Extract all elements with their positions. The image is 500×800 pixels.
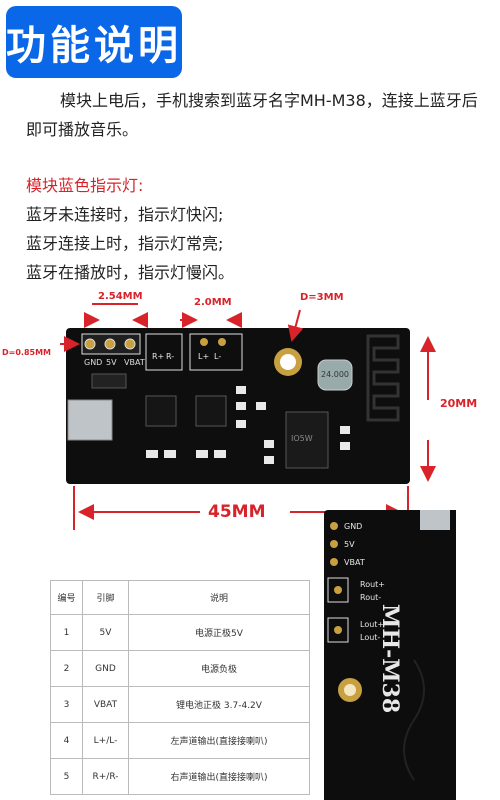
- table-cell: 电源负极: [128, 650, 310, 687]
- back-pin-5v: 5V: [344, 540, 355, 549]
- board-back-svg: [327, 510, 450, 781]
- pin-spec-table: 编号 引脚 说明 1 5V 电源正极5V 2 GND 电源负极 3 VBAT 锂…: [50, 580, 310, 795]
- back-pad-vbat: [330, 558, 338, 566]
- table-cell: 左声道输出(直接接喇叭): [128, 722, 310, 759]
- dim-label-pitch1: 2.54MM: [98, 291, 143, 302]
- table-header-pin: 引脚: [82, 580, 129, 615]
- dim-label-hole: D=3MM: [300, 292, 344, 303]
- intro-paragraph: 模块上电后，手机搜索到蓝牙名字MH-M38，连接上蓝牙后即可播放音乐。: [26, 91, 478, 139]
- back-pad-rout: [334, 586, 342, 594]
- indicator-line-connected: 蓝牙连接上时，指示灯常亮;: [26, 234, 224, 253]
- table-cell: 1: [50, 614, 83, 651]
- indicator-line-disconnected: 蓝牙未连接时，指示灯快闪;: [26, 205, 224, 224]
- dim-label-pad: D=0.85MM: [2, 348, 52, 357]
- board-back: GND 5V VBAT Rout+ Rout- Lout+ Lout-: [324, 510, 456, 800]
- back-pin-lout-minus: Lout-: [360, 633, 381, 642]
- dim-arrow-hole: [287, 309, 304, 342]
- back-pin-gnd: GND: [344, 522, 363, 531]
- front-pin-gnd: GND: [84, 358, 103, 367]
- table-cell: 电源正极5V: [128, 614, 310, 651]
- header-title-badge: 功能说明: [6, 6, 182, 78]
- ic-bluetooth: [285, 411, 329, 469]
- back-usb-shell: [420, 510, 450, 530]
- ic-amp-2: [195, 395, 227, 427]
- back-trace: [403, 659, 425, 781]
- table-header-row: 编号 引脚 说明: [50, 580, 310, 615]
- front-pin-l-plus: L+: [198, 352, 210, 361]
- board-front-svg: [60, 303, 436, 530]
- table-cell: 锂电池正极 3.7-4.2V: [128, 686, 310, 723]
- table-header-index: 编号: [50, 580, 83, 615]
- ic-amp-1: [145, 395, 177, 427]
- mounting-hole-center: [280, 354, 296, 370]
- back-pad-lout: [334, 626, 342, 634]
- dim-label-pitch2: 2.0MM: [194, 297, 232, 308]
- table-row: 1 5V 电源正极5V: [50, 614, 310, 651]
- back-mounting-hole-center: [344, 684, 356, 696]
- table-row: 2 GND 电源负极: [50, 650, 310, 687]
- table-row: 4 L+/L- 左声道输出(直接接喇叭): [50, 722, 310, 759]
- table-header-desc: 说明: [128, 580, 310, 615]
- indicator-title: 模块蓝色指示灯:: [26, 176, 144, 195]
- smd-components: [146, 386, 350, 464]
- pad-l-minus: [218, 338, 226, 346]
- back-rout-box: [327, 577, 349, 603]
- table-cell: 2: [50, 650, 83, 687]
- table-cell: R+/R-: [82, 758, 129, 795]
- board-front-diagram: 2.54MM 2.0MM D=3MM D=0.85MM 20MM 45MM GN…: [0, 290, 500, 530]
- front-pin-r-minus: R-: [166, 352, 175, 361]
- front-pin-r-plus: R+: [152, 352, 165, 361]
- indicator-line-playing: 蓝牙在播放时，指示灯慢闪。: [26, 263, 235, 282]
- front-pin-vbat: VBAT: [124, 358, 145, 367]
- back-pin-rout-minus: Rout-: [360, 593, 382, 602]
- back-pad-gnd: [330, 522, 338, 530]
- pad-vbat: [124, 338, 136, 350]
- front-pin-l-minus: L-: [214, 352, 222, 361]
- dim-label-length: 45MM: [208, 502, 266, 522]
- back-model-label: MH-M38: [377, 604, 403, 714]
- dim-label-width: 20MM: [440, 397, 478, 410]
- table-cell: 右声道输出(直接接喇叭): [128, 758, 310, 795]
- pad-l-plus: [200, 338, 208, 346]
- table-cell: 3: [50, 686, 83, 723]
- back-lout-box: [327, 617, 349, 643]
- back-pin-vbat: VBAT: [344, 558, 365, 567]
- back-pin-rout-plus: Rout+: [360, 580, 386, 589]
- back-pad-5v: [330, 540, 338, 548]
- table-cell: VBAT: [82, 686, 129, 723]
- pin-header-left: [189, 333, 243, 371]
- back-pin-lout-plus: Lout+: [360, 620, 385, 629]
- table-cell: GND: [82, 650, 129, 687]
- chip-label: IO5W: [291, 434, 313, 443]
- table-cell: L+/L-: [82, 722, 129, 759]
- crystal: [317, 359, 353, 391]
- table-cell: 4: [50, 722, 83, 759]
- pin-header-right: [145, 333, 183, 371]
- crystal-label: 24.000: [321, 370, 349, 379]
- table-row: 5 R+/R- 右声道输出(直接接喇叭): [50, 758, 310, 795]
- pad-gnd: [84, 338, 96, 350]
- ic-small: [91, 373, 127, 389]
- micro-usb-port: [67, 399, 113, 441]
- front-pin-5v: 5V: [106, 358, 117, 367]
- pad-5v: [104, 338, 116, 350]
- table-row: 3 VBAT 锂电池正极 3.7-4.2V: [50, 686, 310, 723]
- antenna-trace: [366, 334, 400, 422]
- table-cell: 5: [50, 758, 83, 795]
- table-cell: 5V: [82, 614, 129, 651]
